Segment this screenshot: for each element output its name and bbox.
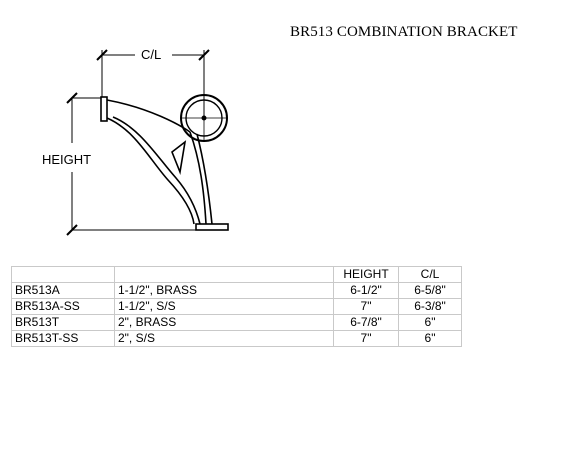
table-cell-model: BR513T-SS xyxy=(11,330,115,347)
cl-label: C/L xyxy=(141,47,161,62)
table-header-row: HEIGHT C/L xyxy=(11,266,462,283)
spec-table: HEIGHT C/L BR513A 1-1/2", BRASS 6-1/2" 6… xyxy=(11,266,462,347)
table-row: BR513A 1-1/2", BRASS 6-1/2" 6-5/8" xyxy=(11,282,462,299)
table-cell-height: 7" xyxy=(333,330,399,347)
table-cell-model: BR513T xyxy=(11,314,115,331)
table-cell-description: 2", BRASS xyxy=(114,314,334,331)
table-header-cell xyxy=(114,266,334,283)
table-row: BR513T-SS 2", S/S 7" 6" xyxy=(11,330,462,347)
table-header-cell xyxy=(11,266,115,283)
table-cell-height: 6-7/8" xyxy=(333,314,399,331)
table-cell-description: 1-1/2", S/S xyxy=(114,298,334,315)
cl-dimension xyxy=(96,49,210,120)
table-cell-cl: 6" xyxy=(398,314,462,331)
table-cell-description: 1-1/2", BRASS xyxy=(114,282,334,299)
table-header-height: HEIGHT xyxy=(333,266,399,283)
table-header-cl: C/L xyxy=(398,266,462,283)
table-cell-height: 7" xyxy=(333,298,399,315)
rail-ring xyxy=(180,94,228,142)
table-cell-model: BR513A-SS xyxy=(11,298,115,315)
table-cell-height: 6-1/2" xyxy=(333,282,399,299)
table-cell-cl: 6" xyxy=(398,330,462,347)
bracket-body xyxy=(100,96,229,231)
table-row: BR513T 2", BRASS 6-7/8" 6" xyxy=(11,314,462,331)
table-cell-description: 2", S/S xyxy=(114,330,334,347)
table-cell-cl: 6-3/8" xyxy=(398,298,462,315)
bracket-drawing: C/L HEIGHT xyxy=(42,47,229,236)
table-row: BR513A-SS 1-1/2", S/S 7" 6-3/8" xyxy=(11,298,462,315)
height-label: HEIGHT xyxy=(42,152,91,167)
table-cell-model: BR513A xyxy=(11,282,115,299)
height-dimension xyxy=(66,92,196,236)
table-cell-cl: 6-5/8" xyxy=(398,282,462,299)
page-title: BR513 COMBINATION BRACKET xyxy=(290,24,518,40)
